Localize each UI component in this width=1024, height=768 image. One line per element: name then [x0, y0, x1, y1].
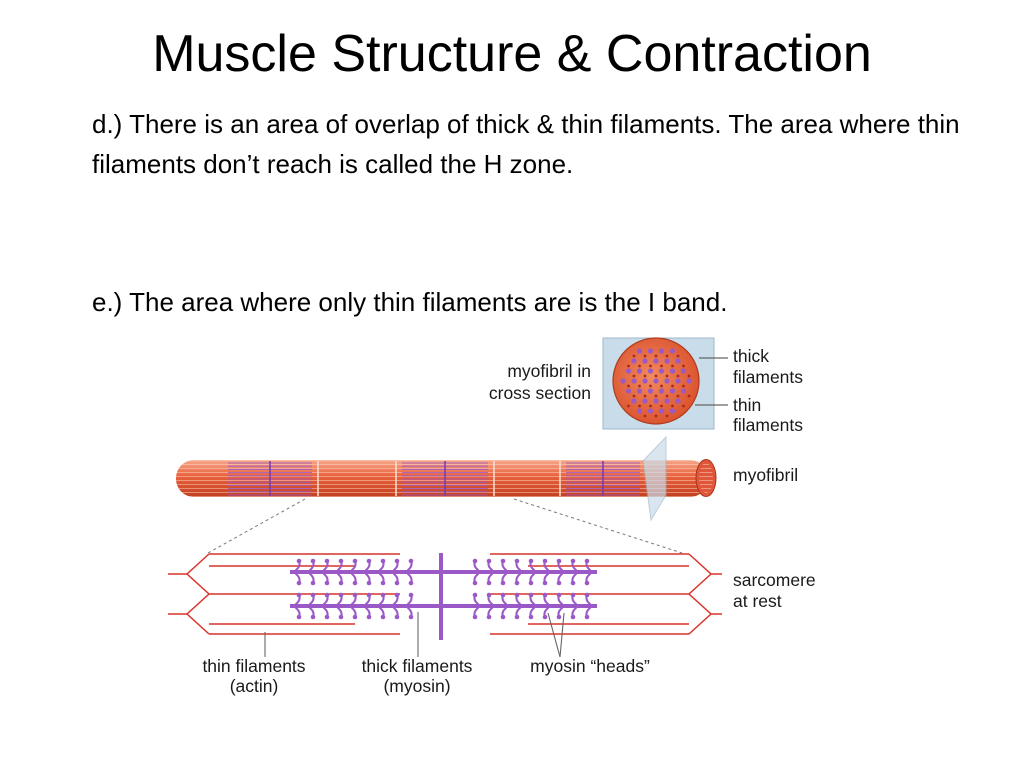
- label-thick-2: filaments: [733, 367, 803, 387]
- sarcomere: [168, 553, 722, 635]
- label-myosin-heads: myosin “heads”: [530, 656, 650, 676]
- label-thin-1: thin: [733, 395, 761, 415]
- myofibril-bands: [228, 461, 640, 496]
- bullet-d: d.) There is an area of overlap of thick…: [92, 109, 960, 179]
- label-thick-filaments: thick filaments: [362, 656, 473, 676]
- label-sarcomere-2: at rest: [733, 591, 782, 611]
- label-cross-section-2: cross section: [489, 383, 591, 403]
- label-cross-section-1: myofibril in: [507, 361, 591, 381]
- thick-filaments: [290, 553, 597, 640]
- z-line-right: [687, 553, 713, 635]
- label-actin: (actin): [230, 676, 279, 696]
- label-thick-1: thick: [733, 346, 769, 366]
- label-thin-filaments: thin filaments: [202, 656, 305, 676]
- bottom-pointer-lines: [264, 612, 565, 658]
- slide-title: Muscle Structure & Contraction: [152, 25, 872, 83]
- label-myosin: (myosin): [383, 676, 450, 696]
- label-sarcomere-1: sarcomere: [733, 570, 816, 590]
- myosin-heads: [295, 558, 591, 620]
- z-line-left: [185, 553, 211, 635]
- zoom-line-left: [207, 498, 306, 554]
- cross-section-plane: [642, 435, 667, 522]
- cross-section-panel: [602, 337, 715, 430]
- cross-section-filaments: [620, 348, 692, 418]
- label-thin-2: filaments: [733, 415, 803, 435]
- myofibril-cylinder: [176, 435, 717, 522]
- bullet-e: e.) The area where only thin filaments a…: [92, 287, 728, 317]
- label-myofibril: myofibril: [733, 465, 798, 485]
